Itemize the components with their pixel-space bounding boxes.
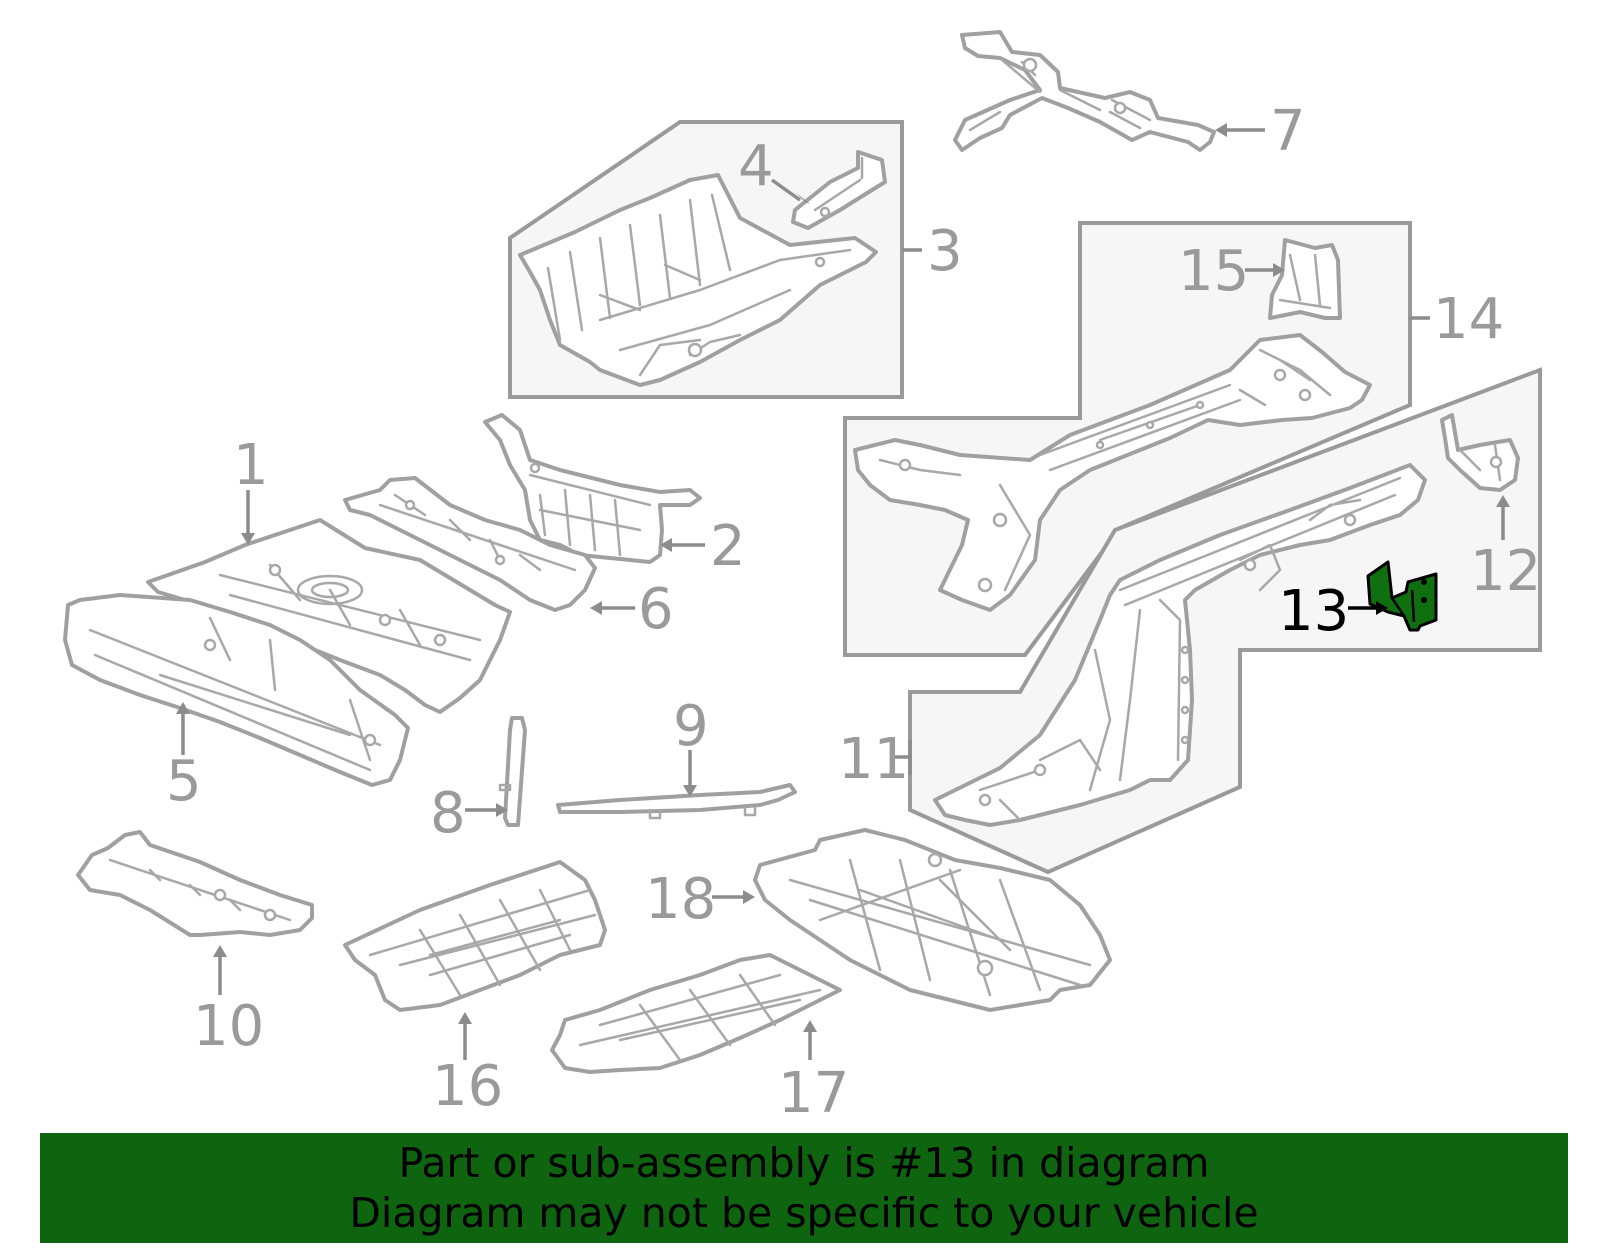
info-banner: Part or sub-assembly is #13 in diagram D… — [40, 1133, 1568, 1243]
banner-line-disclaimer: Diagram may not be specific to your vehi… — [349, 1189, 1259, 1237]
part-8-rod — [498, 716, 527, 827]
part-2-rear-panel — [483, 413, 702, 564]
part-6-crossmember — [343, 476, 597, 612]
part-16-under-cover — [343, 860, 607, 1012]
callout-7: 7 — [1270, 99, 1306, 164]
callout-4: 4 — [738, 134, 774, 199]
part-18-under-cover — [753, 828, 1112, 1012]
callout-11: 11 — [838, 727, 909, 792]
part-12-bracket — [1440, 413, 1520, 492]
callout-16: 16 — [432, 1054, 503, 1119]
callout-1: 1 — [233, 433, 269, 498]
part-1-floor-panel — [146, 518, 512, 714]
callout-15: 15 — [1178, 239, 1249, 304]
part-17-under-cover — [550, 953, 842, 1074]
part-9-bar — [556, 783, 797, 820]
callout-8: 8 — [430, 781, 466, 846]
callout-18: 18 — [645, 867, 716, 932]
leader-lines — [176, 123, 1510, 1060]
callout-5: 5 — [166, 749, 202, 814]
callout-6: 6 — [638, 577, 674, 642]
part-15-bracket — [1268, 238, 1342, 320]
callout-2: 2 — [710, 514, 746, 579]
callout-12: 12 — [1470, 539, 1541, 604]
callout-3: 3 — [927, 219, 963, 284]
part-4-bracket — [791, 150, 887, 230]
part-10-shield — [76, 830, 314, 937]
callout-14: 14 — [1433, 287, 1504, 352]
banner-line-part-number: Part or sub-assembly is #13 in diagram — [398, 1139, 1210, 1187]
part-11-rear-rail — [933, 463, 1427, 827]
callout-17: 17 — [778, 1061, 849, 1126]
part-7-crossmember — [953, 30, 1216, 152]
callout-13: 13 — [1278, 579, 1349, 644]
callout-10: 10 — [193, 994, 264, 1059]
part-5-crossmember — [63, 593, 410, 787]
part-13-highlighted-bracket — [1366, 560, 1438, 632]
part-3-rear-floor-pan — [518, 173, 878, 387]
callout-9: 9 — [673, 694, 709, 759]
part-14-frame-rail — [853, 333, 1372, 612]
